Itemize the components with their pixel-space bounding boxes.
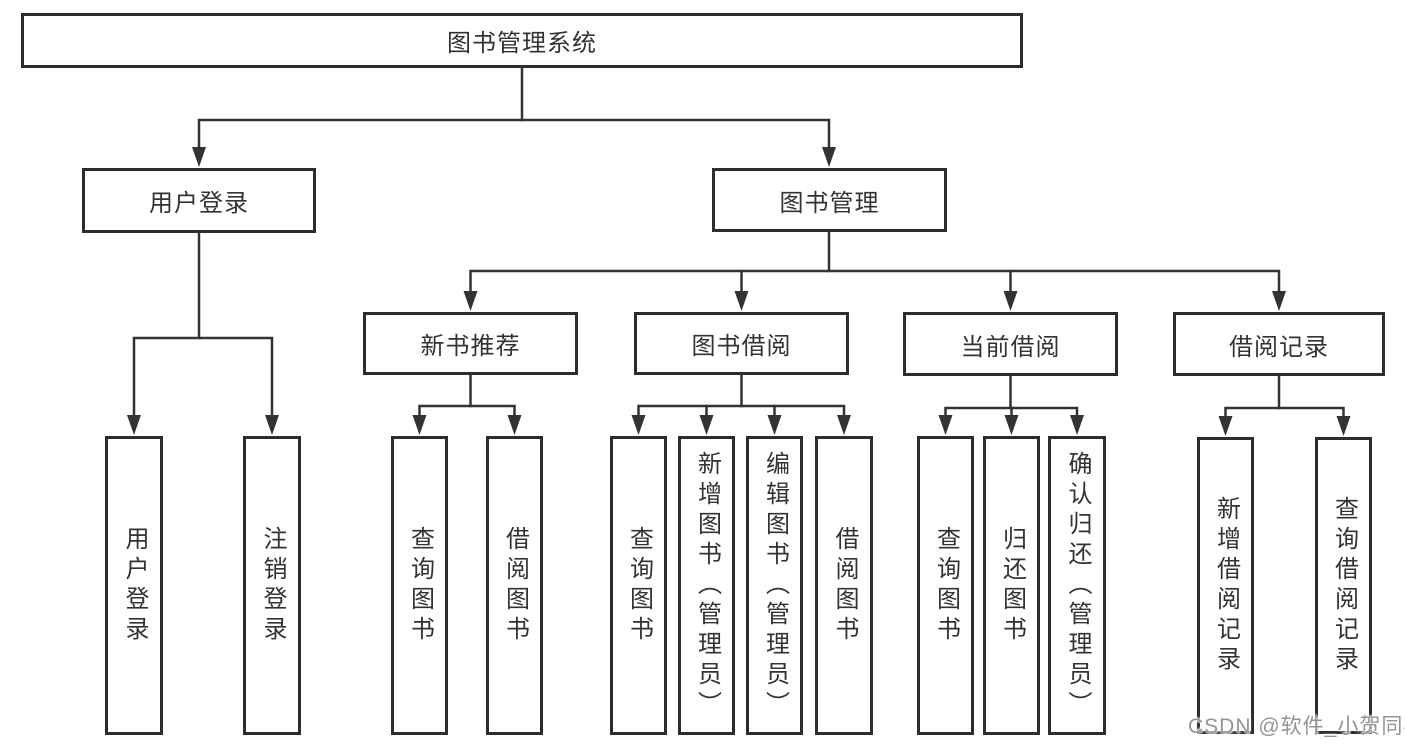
leaf-cb-query-books: 查询图书 [917,436,974,735]
node-label: 图书管理系统 [447,30,597,57]
node-book-borrowing: 图书借阅 [634,312,849,375]
node-label: 注销登录 [259,525,286,646]
node-label: 归还图书 [998,525,1026,646]
leaf-logout-login: 注销登录 [243,436,301,735]
node-label: 图书管理 [779,189,880,217]
leaf-nbr-borrow-books: 借阅图书 [486,436,543,735]
leaf-cb-confirm-return-admin: 确认归还（管理员） [1048,436,1106,735]
node-label: 用户登录 [149,190,249,217]
node-book-management: 图书管理 [712,168,947,232]
node-label: 借阅图书 [831,525,858,646]
node-label: 新书推荐 [420,333,521,360]
leaf-bb-edit-books-admin: 编辑图书（管理员） [746,436,803,735]
node-label: 图书借阅 [691,333,792,360]
node-label: 查询图书 [625,525,653,646]
node-label: 查询借阅记录 [1330,495,1358,676]
node-label: 查询图书 [932,525,960,646]
leaf-bb-add-books-admin: 新增图书（管理员） [678,436,735,735]
node-label: 查询图书 [406,525,434,646]
leaf-nbr-query-books: 查询图书 [391,436,448,735]
node-label: 用户登录 [121,525,148,646]
node-label: 编辑图书（管理员） [761,450,789,721]
node-current-borrowing: 当前借阅 [903,312,1118,376]
leaf-cb-return-books: 归还图书 [983,436,1040,735]
node-user-login: 用户登录 [82,168,316,233]
node-label: 新增图书（管理员） [693,450,721,721]
node-label: 借阅记录 [1229,333,1329,361]
node-label: 新增借阅记录 [1212,495,1240,676]
node-library-management-system: 图书管理系统 [21,13,1023,68]
node-label: 确认归还（管理员） [1064,450,1091,721]
leaf-user-login: 用户登录 [105,436,163,735]
leaf-br-add-borrow-record: 新增借阅记录 [1197,437,1254,734]
node-new-book-recommendation: 新书推荐 [363,312,578,375]
node-borrowing-records: 借阅记录 [1173,312,1385,376]
leaf-bb-borrow-books: 借阅图书 [815,436,873,735]
node-label: 当前借阅 [960,333,1061,361]
csdn-watermark: CSDN @软件_小贺同学 [1188,715,1405,738]
leaf-br-query-borrow-record: 查询借阅记录 [1315,437,1372,734]
node-label: 借阅图书 [501,525,529,646]
leaf-bb-query-books: 查询图书 [610,436,667,735]
